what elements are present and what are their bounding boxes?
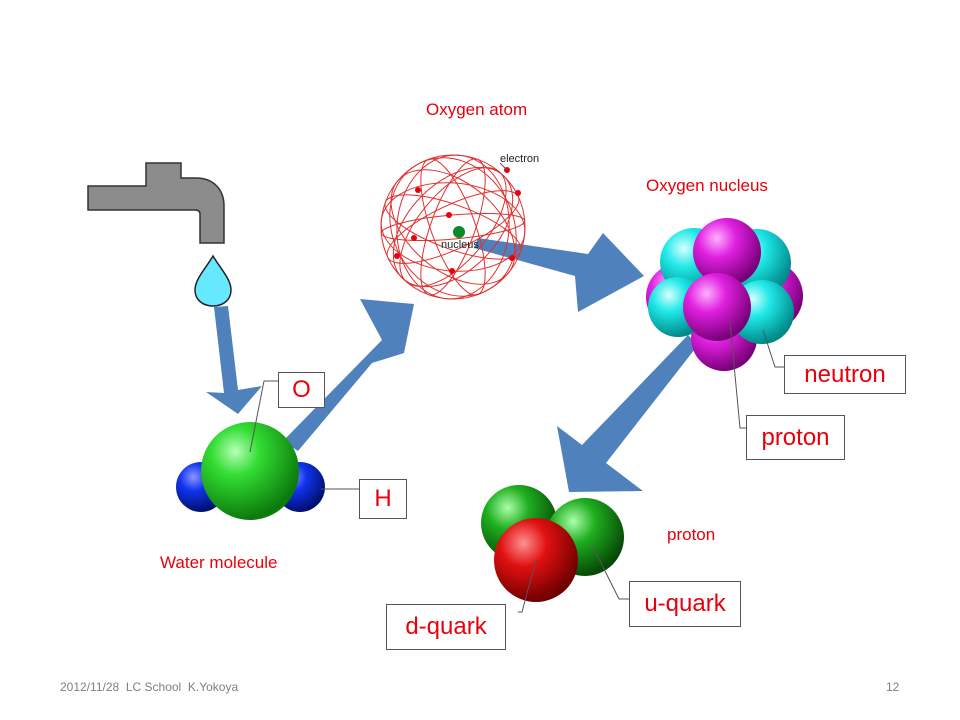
page-number: 12 (886, 680, 900, 694)
oxygen-nucleus (646, 218, 803, 371)
faucet-icon (87, 162, 225, 244)
footer-credit: 2012/11/28 LC School K.Yokoya (60, 680, 239, 694)
hydrogen-box-label: H (359, 479, 407, 519)
oxygen-box-label: O (278, 372, 325, 408)
nucleus-label: nucleus (441, 239, 479, 251)
oxygen-atom-orbits (380, 154, 526, 300)
electron-label: electron (500, 153, 540, 165)
arrow-nucleus-to-proton (557, 335, 698, 492)
electron-pointer (499, 162, 508, 171)
electron-dots (394, 167, 521, 274)
arrow-molecule-to-atom (283, 299, 414, 451)
water-molecule (176, 422, 325, 520)
water-drop-icon (194, 254, 232, 307)
proton-caption: proton (667, 525, 716, 544)
d-quark-box-label: d-quark (386, 604, 506, 650)
water-molecule-label: Water molecule (160, 553, 278, 572)
proton-box-label: proton (746, 415, 845, 460)
arrow-drop-to-molecule (206, 306, 262, 414)
neutron-box-label: neutron (784, 355, 906, 394)
oxygen-atom-label: Oxygen atom (426, 100, 528, 119)
oxygen-nucleus-label: Oxygen nucleus (646, 176, 768, 195)
u-quark-box-label: u-quark (629, 581, 741, 627)
atom-nucleus-dot (453, 226, 465, 238)
arrow-atom-to-nucleus (474, 233, 644, 312)
proton-quarks (481, 485, 624, 602)
leader-lines (249, 321, 785, 613)
